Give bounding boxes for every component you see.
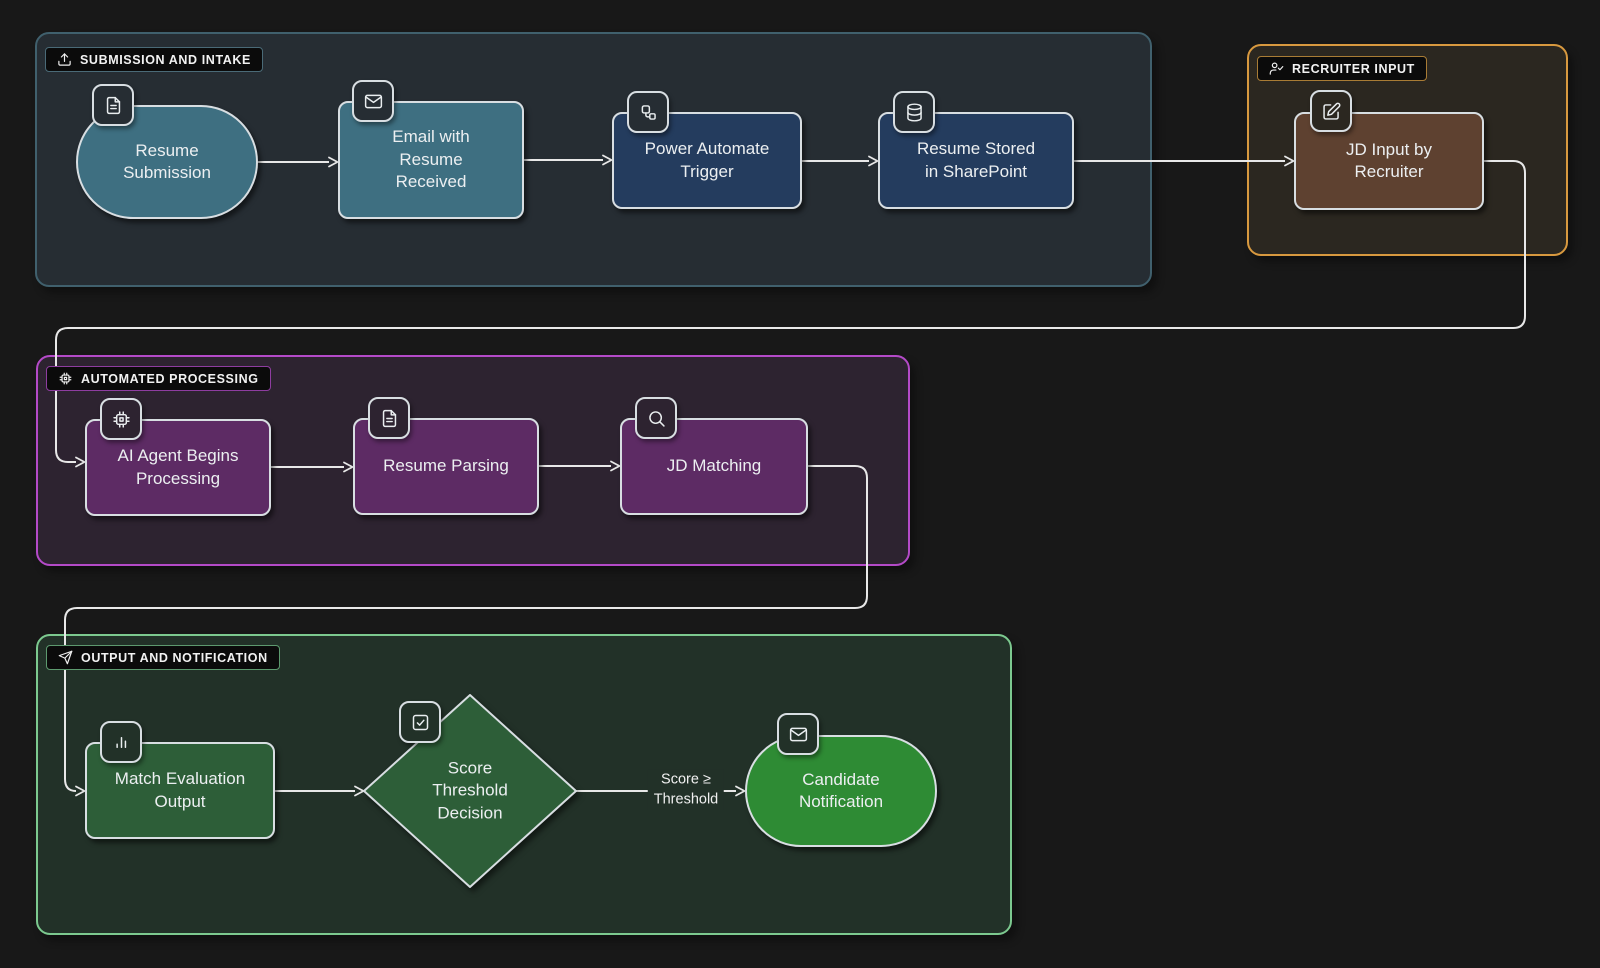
cpu-icon	[59, 372, 72, 385]
group-title: RECRUITER INPUT	[1292, 61, 1415, 76]
power-automate-icon-badge	[627, 91, 669, 133]
group-title: OUTPUT AND NOTIFICATION	[81, 650, 268, 665]
node-label: JD Matching	[666, 456, 762, 476]
file-text-icon	[382, 409, 396, 427]
edge-label-score-threshold: Score ≥ Threshold	[647, 769, 725, 811]
resume-submission-icon-badge	[92, 84, 134, 126]
database-icon	[906, 102, 922, 122]
group-title: AUTOMATED PROCESSING	[81, 371, 259, 386]
node-candidate-notification[interactable]: Candidate Notification	[745, 735, 937, 847]
file-text-icon	[106, 96, 120, 114]
jd-input-icon-badge	[1310, 90, 1352, 132]
node-label: Score Threshold Decision	[432, 758, 508, 823]
node-label: Resume Submission	[123, 140, 211, 182]
resume-parsing-icon-badge	[368, 397, 410, 439]
node-label: Candidate Notification	[798, 769, 884, 811]
search-icon	[648, 410, 665, 427]
badge-automated-processing: AUTOMATED PROCESSING	[46, 366, 271, 391]
upload-icon	[58, 53, 71, 66]
send-icon	[58, 650, 73, 665]
mail-icon	[364, 94, 382, 108]
score-threshold-icon-badge	[399, 701, 441, 743]
badge-output-and-notification: OUTPUT AND NOTIFICATION	[46, 645, 280, 670]
badge-recruiter-input: RECRUITER INPUT	[1257, 56, 1427, 81]
match-evaluation-icon-badge	[100, 721, 142, 763]
node-label: Power Automate Trigger	[644, 139, 770, 181]
node-label: Resume Stored in SharePoint	[916, 139, 1036, 181]
workflow-icon	[641, 104, 656, 120]
cpu-icon	[112, 410, 130, 428]
edit-icon	[1322, 102, 1340, 120]
candidate-notification-icon-badge	[777, 713, 819, 755]
jd-matching-icon-badge	[635, 397, 677, 439]
node-label: AI Agent Begins Processing	[117, 446, 239, 488]
resume-stored-icon-badge	[893, 91, 935, 133]
bar-chart-icon	[115, 736, 126, 748]
node-label: Resume Parsing	[383, 456, 509, 476]
node-label: JD Input by Recruiter	[1346, 139, 1432, 181]
mail-icon	[789, 727, 807, 741]
user-check-icon	[1269, 62, 1284, 75]
node-label: Match Evaluation Output	[114, 769, 246, 811]
badge-submission-and-intake: SUBMISSION AND INTAKE	[45, 47, 263, 72]
email-received-icon-badge	[352, 80, 394, 122]
group-title: SUBMISSION AND INTAKE	[80, 52, 251, 67]
ai-agent-icon-badge	[100, 398, 142, 440]
node-label: Email with Resume Received	[392, 127, 470, 192]
check-square-icon	[412, 714, 428, 730]
